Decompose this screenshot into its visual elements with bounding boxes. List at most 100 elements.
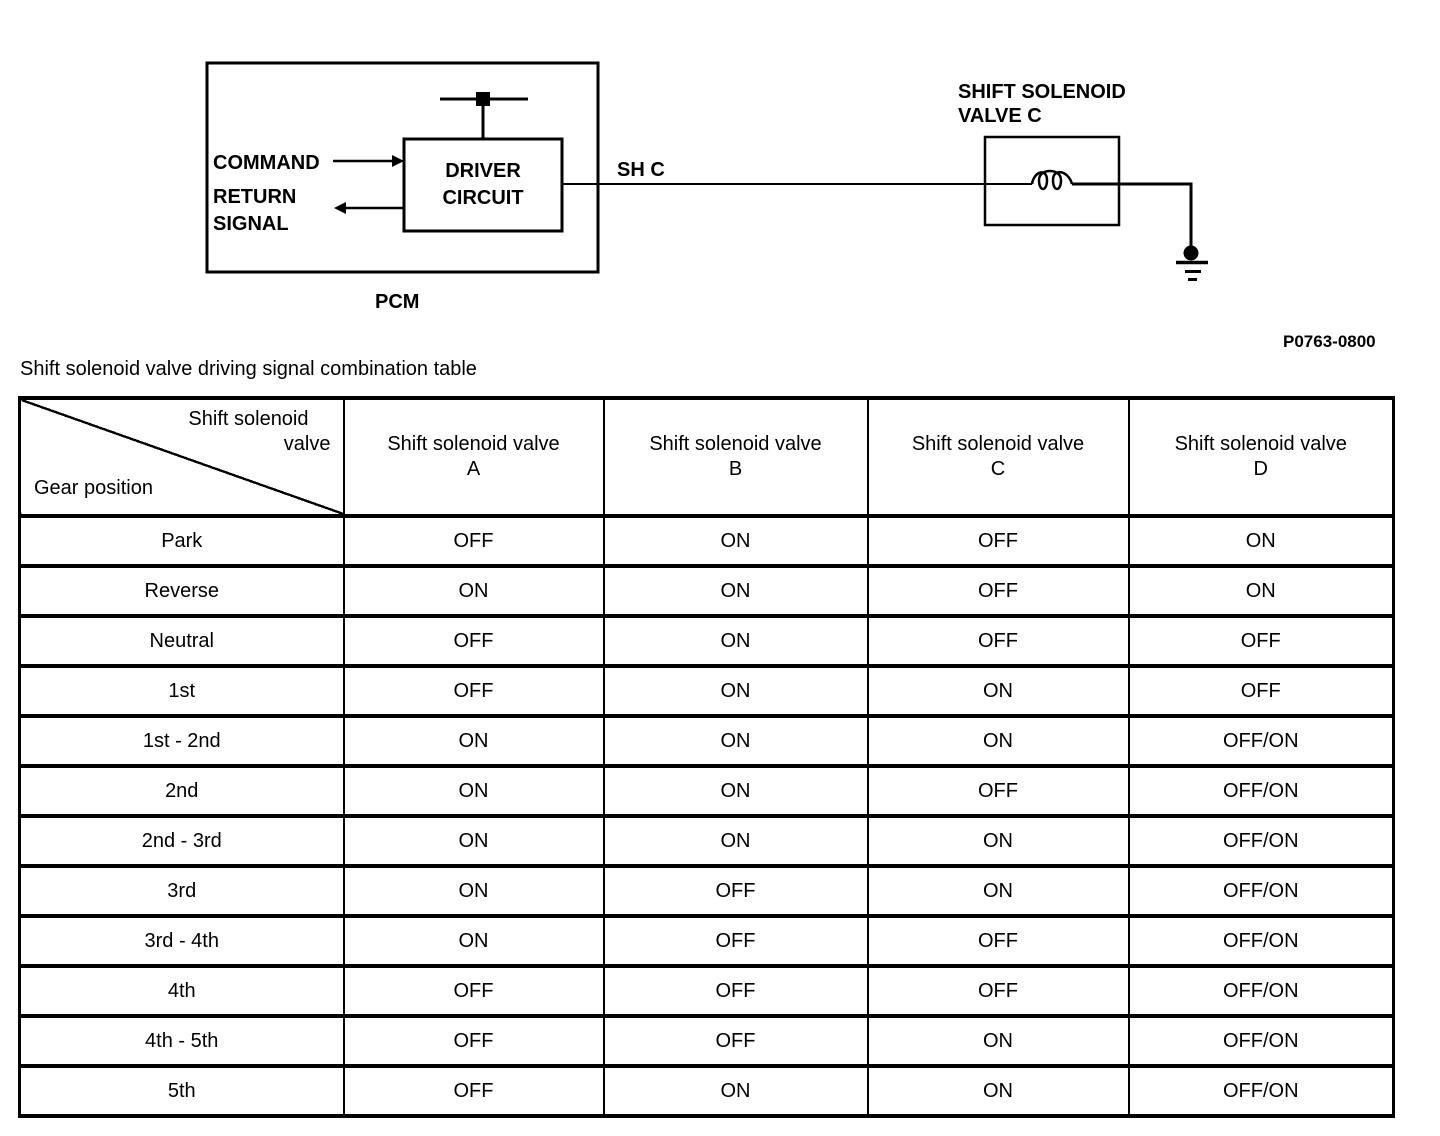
value-cell: OFF/ON <box>1127 764 1395 818</box>
circuit-diagram: COMMAND RETURN SIGNAL DRIVER CIRCUIT PCM… <box>205 61 1376 351</box>
value-cell: OFF <box>342 964 605 1018</box>
gear-cell: Neutral <box>18 614 345 668</box>
value-cell: ON <box>342 814 605 868</box>
value-cell: ON <box>866 864 1130 918</box>
gear-cell: Reverse <box>18 564 345 618</box>
column-header-line1: Shift solenoid valve <box>1174 433 1347 455</box>
corner-col-axis: Shift solenoid valve <box>188 407 330 457</box>
value-cell: OFF <box>866 614 1130 668</box>
driver-circuit-label-line2: CIRCUIT <box>442 187 523 209</box>
power-node-icon <box>476 92 490 106</box>
value-cell: ON <box>602 514 869 568</box>
value-cell: ON <box>866 1064 1130 1118</box>
value-cell: ON <box>866 1014 1130 1068</box>
value-cell: ON <box>866 714 1130 768</box>
value-cell: OFF/ON <box>1127 964 1395 1018</box>
value-cell: OFF <box>342 1064 605 1118</box>
gear-cell: 4th <box>18 964 345 1018</box>
solenoid-coil-icon <box>1030 169 1074 191</box>
value-cell: ON <box>602 564 869 618</box>
value-cell: OFF <box>866 564 1130 618</box>
value-cell: ON <box>602 614 869 668</box>
value-cell: OFF <box>866 964 1130 1018</box>
value-cell: OFF/ON <box>1127 814 1395 868</box>
command-label: COMMAND <box>213 152 320 174</box>
value-cell: ON <box>602 814 869 868</box>
value-cell: OFF <box>866 514 1130 568</box>
gear-cell: 2nd <box>18 764 345 818</box>
value-cell: OFF <box>342 664 605 718</box>
value-cell: OFF <box>1127 664 1395 718</box>
value-cell: OFF <box>866 914 1130 968</box>
value-cell: OFF <box>1127 614 1395 668</box>
value-cell: OFF <box>602 1014 869 1068</box>
value-cell: OFF <box>342 1014 605 1068</box>
value-cell: OFF <box>602 964 869 1018</box>
value-cell: ON <box>342 714 605 768</box>
corner-col-axis-line2: valve <box>283 433 331 455</box>
figure-code: P0763-0800 <box>1283 332 1376 351</box>
solenoid-ground-wire <box>1072 182 1193 247</box>
table-title: Shift solenoid valve driving signal comb… <box>20 358 477 380</box>
column-header-line2: C <box>990 458 1006 480</box>
value-cell: ON <box>342 764 605 818</box>
value-cell: ON <box>602 664 869 718</box>
column-header-line1: Shift solenoid valve <box>387 433 560 455</box>
command-arrowhead-icon <box>392 155 404 167</box>
gear-cell: Park <box>18 514 345 568</box>
value-cell: ON <box>866 664 1130 718</box>
value-cell: OFF/ON <box>1127 714 1395 768</box>
value-cell: OFF <box>866 764 1130 818</box>
gear-cell: 5th <box>18 1064 345 1118</box>
value-cell: OFF/ON <box>1127 1014 1395 1068</box>
driver-circuit-box <box>402 137 564 233</box>
driver-circuit-label-line1: DRIVER <box>445 160 521 182</box>
value-cell: ON <box>866 814 1130 868</box>
column-header-line2: A <box>466 458 481 480</box>
ground-node-icon <box>1183 245 1199 261</box>
corner-row-axis: Gear position <box>34 477 153 499</box>
pcm-box <box>205 61 600 274</box>
value-cell: ON <box>342 864 605 918</box>
combination-table: Shift solenoid valve Gear position Shift… <box>18 396 1395 1118</box>
value-cell: OFF/ON <box>1127 864 1395 918</box>
value-cell: ON <box>1127 514 1395 568</box>
gear-cell: 4th - 5th <box>18 1014 345 1068</box>
pcm-label: PCM <box>375 291 419 313</box>
value-cell: ON <box>1127 564 1395 618</box>
solenoid-title-line2: VALVE C <box>958 105 1042 127</box>
column-header-line2: D <box>1253 458 1268 480</box>
value-cell: OFF <box>342 614 605 668</box>
gear-cell: 1st <box>18 664 345 718</box>
wire-label: SH C <box>617 159 665 181</box>
value-cell: OFF <box>342 514 605 568</box>
value-cell: OFF/ON <box>1127 914 1395 968</box>
value-cell: ON <box>602 764 869 818</box>
solenoid-title-line1: SHIFT SOLENOID <box>958 81 1126 103</box>
header-row: Shift solenoid valve Gear position Shift… <box>18 396 1395 518</box>
value-cell: OFF <box>602 864 869 918</box>
gear-cell: 1st - 2nd <box>18 714 345 768</box>
return-signal-label-line1: RETURN <box>213 186 296 208</box>
value-cell: OFF/ON <box>1127 1064 1395 1118</box>
value-cell: OFF <box>602 914 869 968</box>
value-cell: ON <box>342 564 605 618</box>
value-cell: ON <box>342 914 605 968</box>
gear-cell: 3rd - 4th <box>18 914 345 968</box>
gear-cell: 3rd <box>18 864 345 918</box>
return-arrowhead-icon <box>334 202 346 214</box>
